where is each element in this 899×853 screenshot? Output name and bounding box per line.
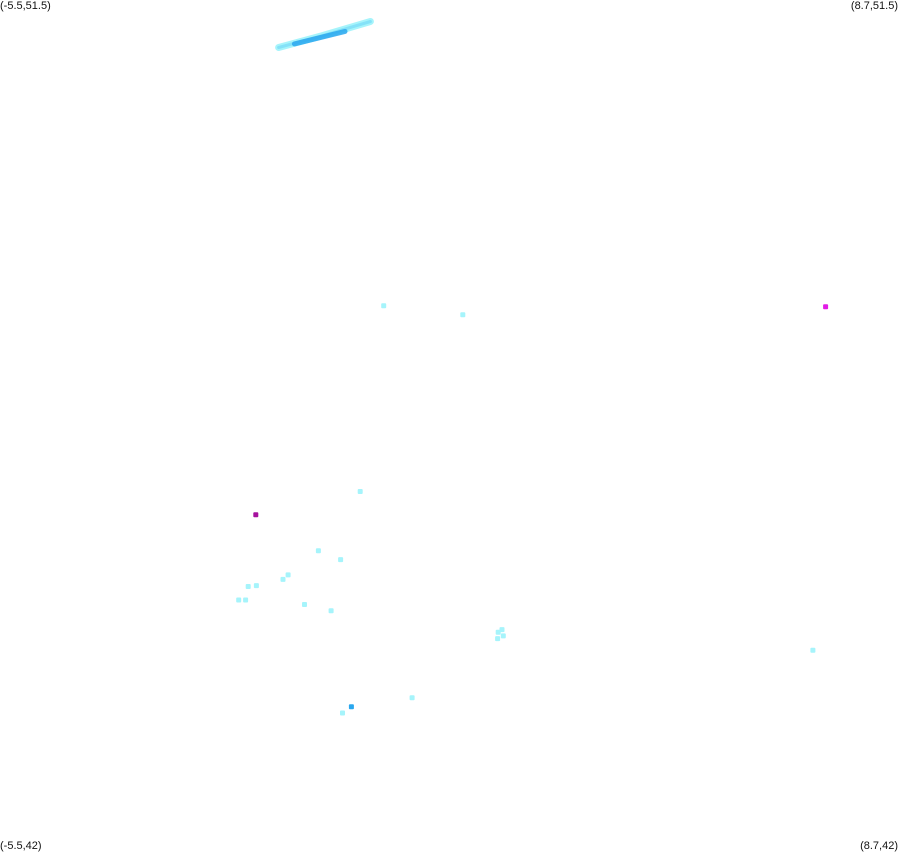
map-point-23[interactable] xyxy=(810,647,816,653)
map-point-8[interactable] xyxy=(315,548,321,554)
map-point-10[interactable] xyxy=(253,512,259,518)
corner-label-top-right: (8.7,51.5) xyxy=(850,0,898,12)
map-point-15[interactable] xyxy=(236,597,242,603)
map-point-2[interactable] xyxy=(460,312,466,318)
map-point-1[interactable] xyxy=(381,303,387,309)
map-point-3[interactable] xyxy=(823,304,829,310)
corner-label-bottom-right: (8.7,42) xyxy=(860,840,898,852)
map-point-9[interactable] xyxy=(338,557,344,563)
map-point-17[interactable] xyxy=(302,602,307,607)
corner-label-bottom-left: (-5.5,42) xyxy=(0,840,42,852)
map-point-11[interactable] xyxy=(285,572,291,578)
points-layer xyxy=(236,303,829,716)
map-point-18[interactable] xyxy=(328,608,334,614)
corner-label-top-left: (-5.5,51.5) xyxy=(0,0,51,12)
track-core xyxy=(291,28,348,47)
map-point-20[interactable] xyxy=(499,627,505,633)
map-point-4[interactable] xyxy=(357,489,363,494)
map-point-13[interactable] xyxy=(253,583,259,589)
map-point-5[interactable] xyxy=(409,695,415,701)
track-layer xyxy=(275,18,374,51)
map-point-21[interactable] xyxy=(495,636,501,642)
map-point-22[interactable] xyxy=(500,633,506,639)
map-point-12[interactable] xyxy=(280,576,286,582)
map-point-19[interactable] xyxy=(495,629,501,635)
map-point-6[interactable] xyxy=(348,704,354,710)
map-point-16[interactable] xyxy=(243,597,249,603)
map-point-14[interactable] xyxy=(245,584,251,589)
map-point-7[interactable] xyxy=(340,710,345,716)
